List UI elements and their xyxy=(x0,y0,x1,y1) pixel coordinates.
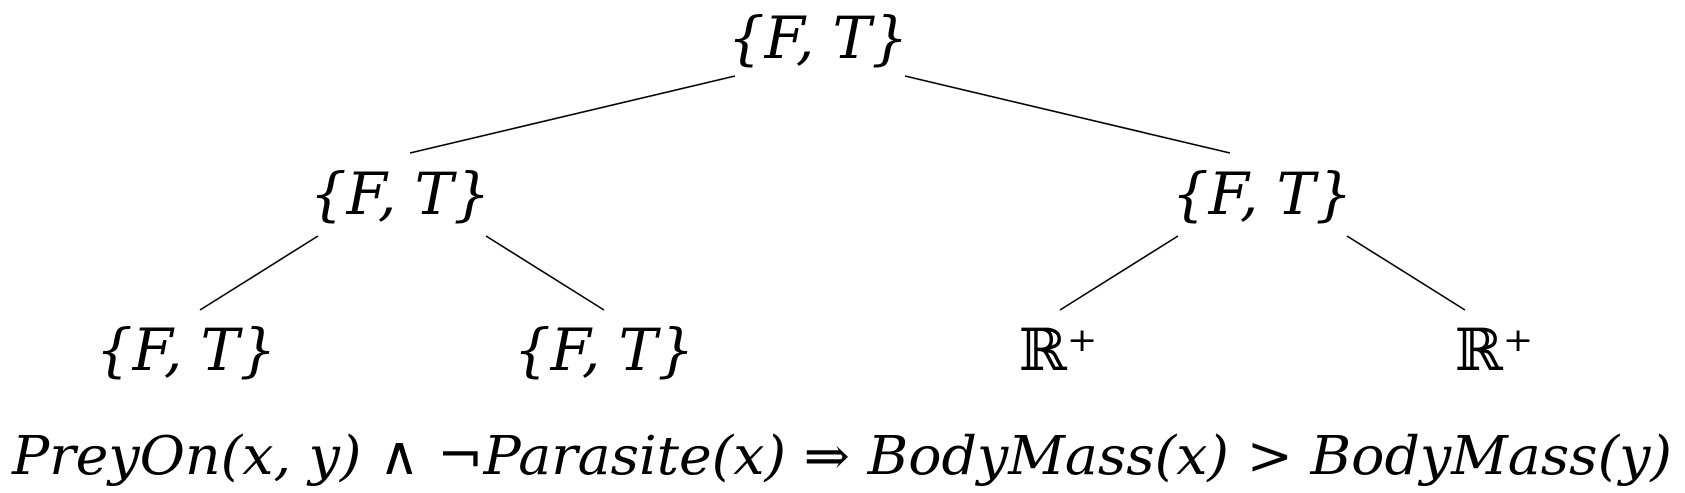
edge-root-right xyxy=(904,75,1231,154)
left-node: {F, T} xyxy=(310,160,491,228)
formula: PreyOn(x, y) ∧ ¬Parasite(x) ⇒ BodyMass(x… xyxy=(11,426,1672,487)
root-node: {F, T} xyxy=(728,4,909,72)
edge-left-left-left xyxy=(199,235,319,311)
left-right-leaf: {F, T} xyxy=(514,316,695,384)
edge-left-left-right xyxy=(485,235,605,311)
edge-root-left xyxy=(409,75,736,154)
right-right-leaf: ℝ⁺ xyxy=(1455,316,1534,384)
edge-right-right-right xyxy=(1346,235,1466,311)
right-left-leaf: ℝ⁺ xyxy=(1019,316,1098,384)
left-left-leaf: {F, T} xyxy=(96,316,277,384)
right-node: {F, T} xyxy=(1172,160,1353,228)
edge-right-right-left xyxy=(1059,235,1179,311)
